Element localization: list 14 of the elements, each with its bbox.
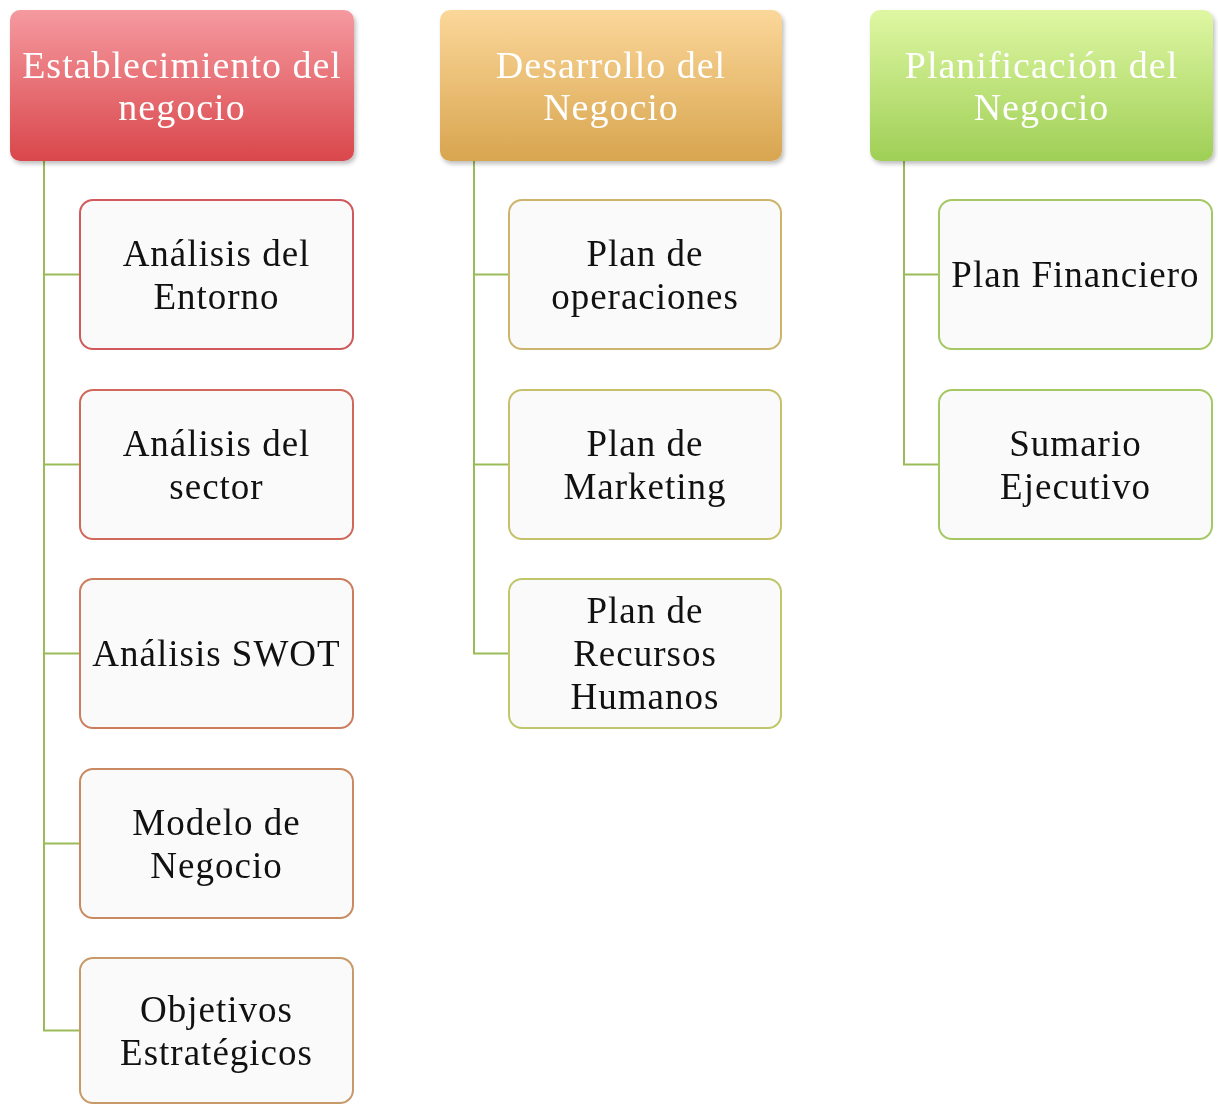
item-box: Análisis del Entorno: [79, 199, 354, 350]
item-box: Análisis del sector: [79, 389, 354, 540]
item-box: Plan de operaciones: [508, 199, 782, 350]
item-box: Análisis SWOT: [79, 578, 354, 729]
item-box: Modelo de Negocio: [79, 768, 354, 919]
item-box: Plan de Recursos Humanos: [508, 578, 782, 729]
category-header-box: Desarrollo del Negocio: [440, 10, 782, 161]
category-header-box: Planificación del Negocio: [870, 10, 1213, 161]
item-box: Plan de Marketing: [508, 389, 782, 540]
item-box: Sumario Ejecutivo: [938, 389, 1213, 540]
item-box: Objetivos Estratégicos: [79, 957, 354, 1104]
connector-line: [903, 160, 939, 466]
category-header-box: Establecimiento del negocio: [10, 10, 354, 161]
item-box: Plan Financiero: [938, 199, 1213, 350]
